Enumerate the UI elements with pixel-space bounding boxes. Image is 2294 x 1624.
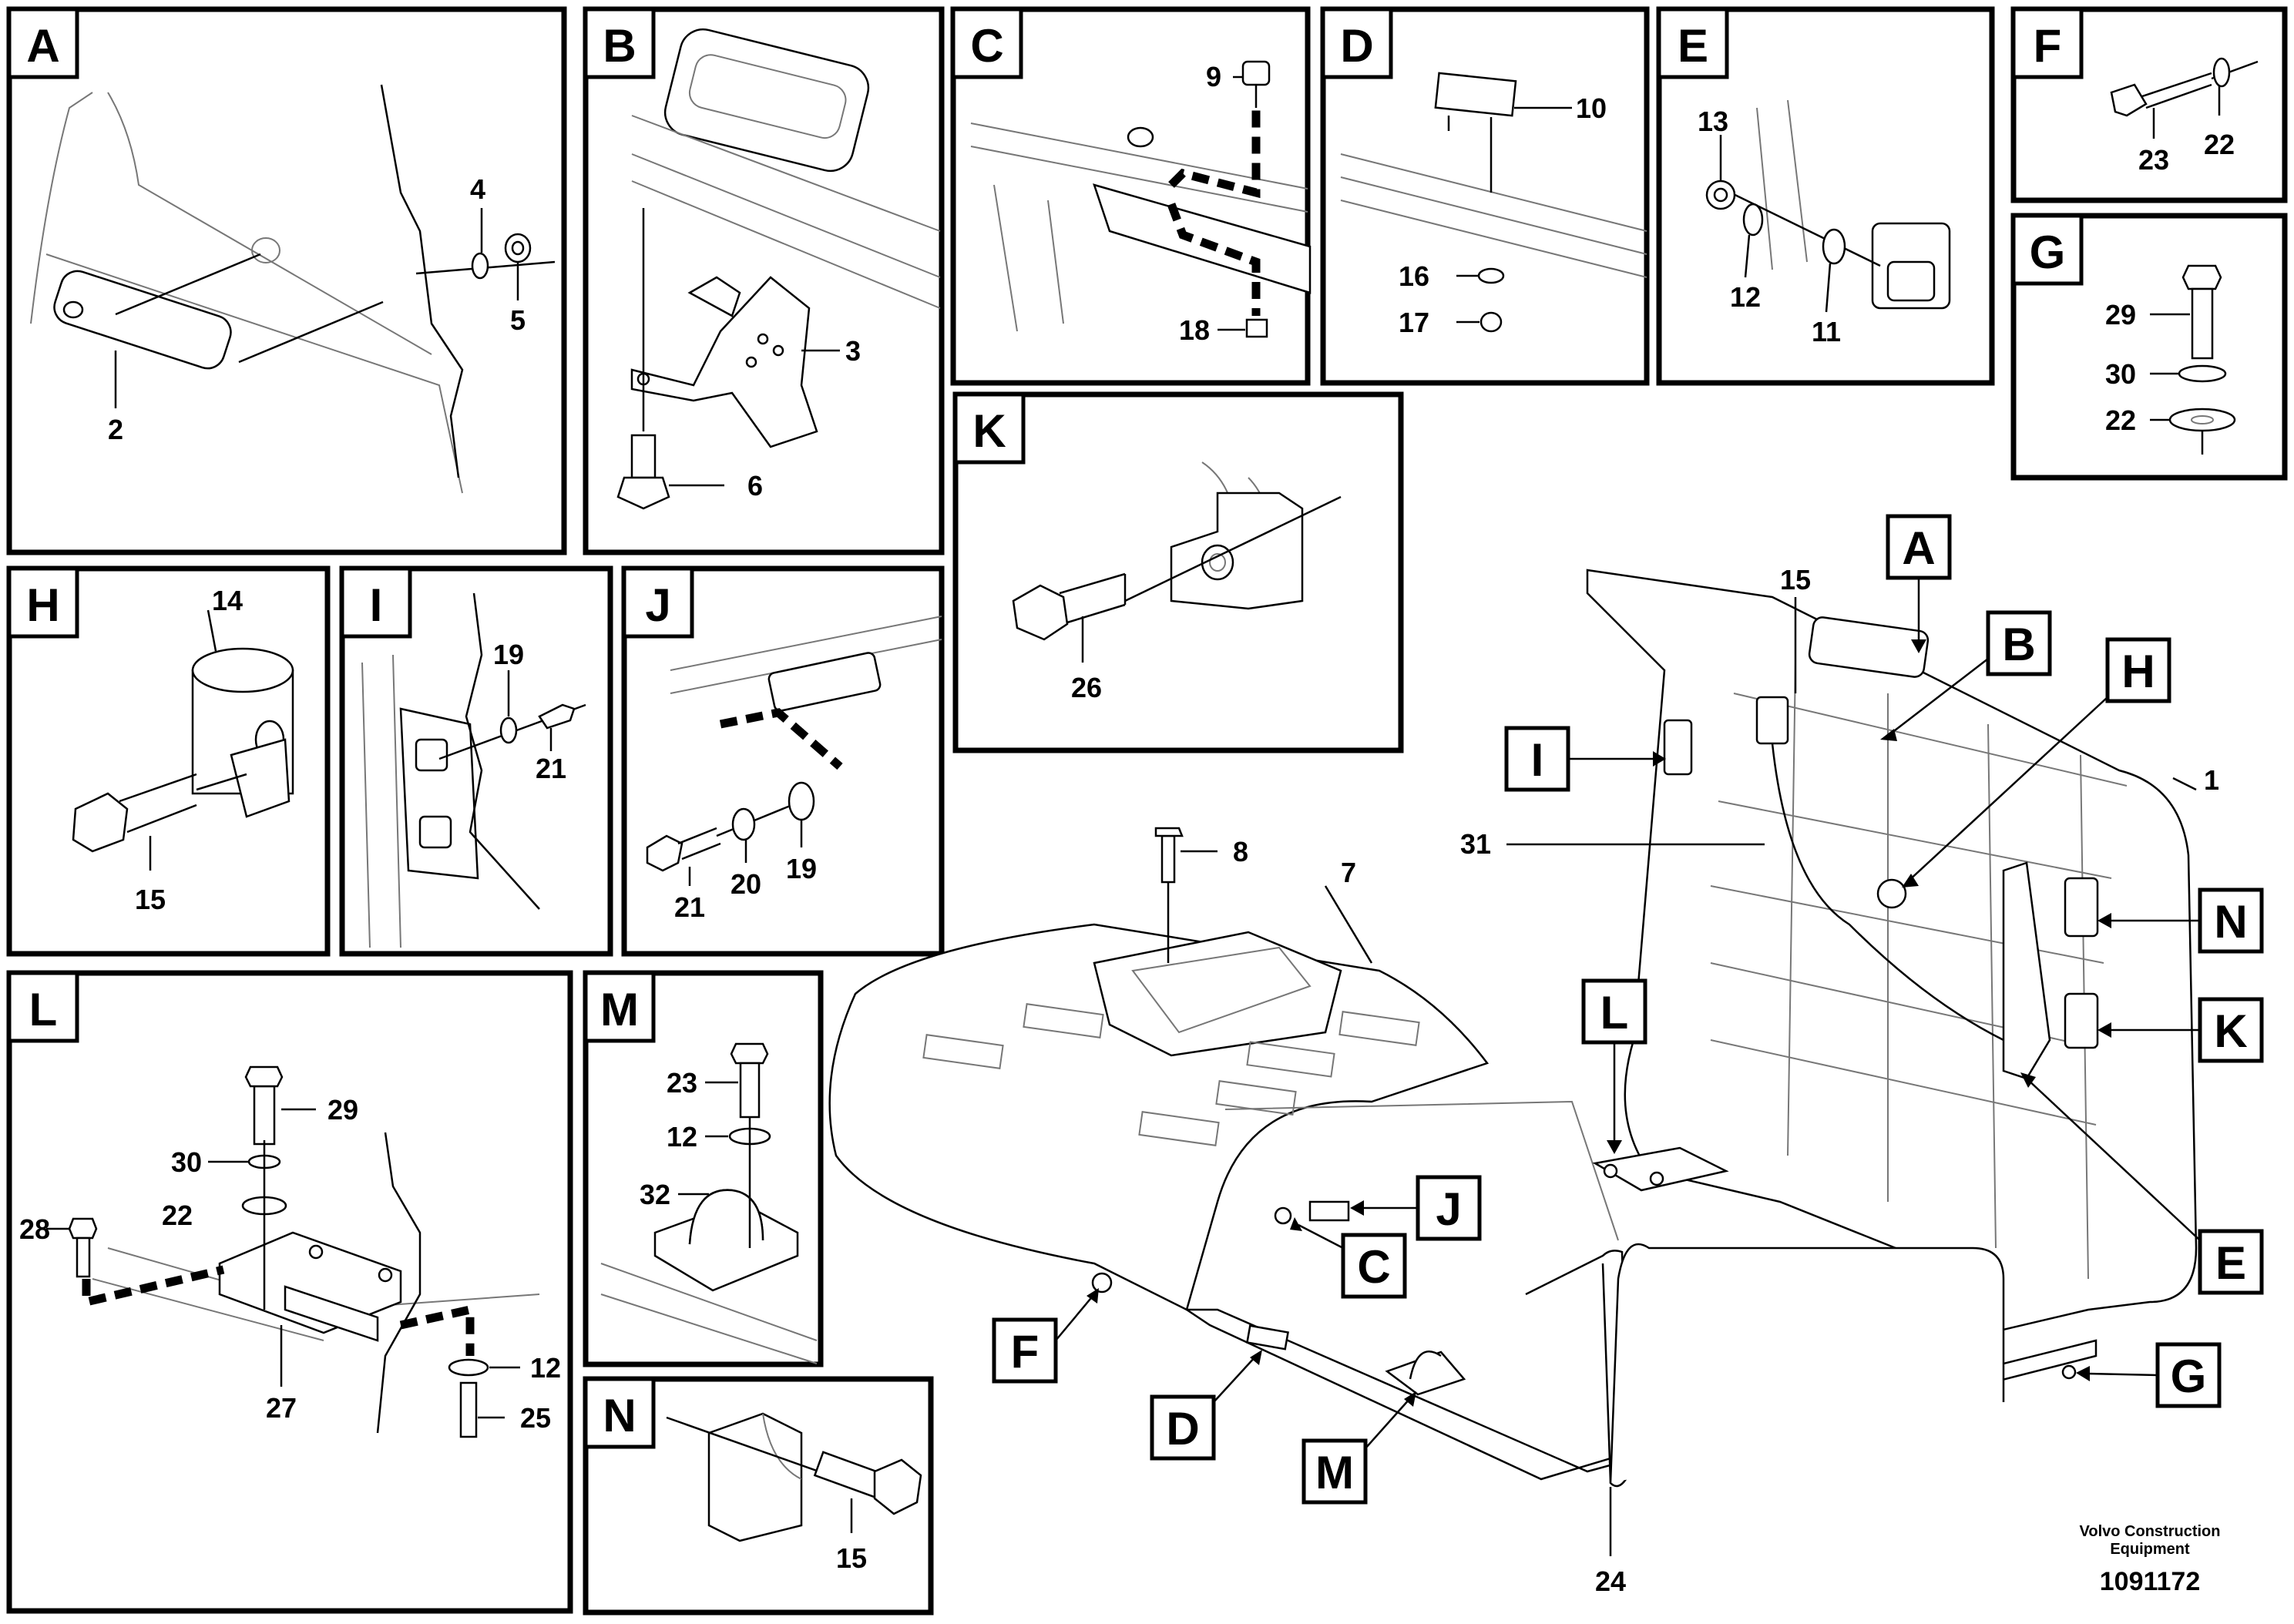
part-number-22-l: 22 <box>162 1200 193 1231</box>
part-number-15-h: 15 <box>135 884 166 915</box>
panel-c-letter: C <box>970 20 1003 72</box>
part-number-31: 31 <box>1460 828 1491 860</box>
part-number-14: 14 <box>212 585 243 616</box>
part-number-6: 6 <box>747 470 763 502</box>
part-number-11: 11 <box>1812 316 1841 347</box>
part-number-9: 9 <box>1206 61 1221 92</box>
part-number-15-n: 15 <box>836 1542 867 1574</box>
callout-j: J <box>1436 1183 1461 1235</box>
part-number-5: 5 <box>510 304 526 336</box>
callout-g: G <box>2171 1351 2207 1402</box>
panel-j: J 21 20 19 <box>621 565 945 957</box>
part-number-30-l: 30 <box>171 1146 202 1178</box>
panel-k-letter: K <box>972 405 1006 457</box>
callout-l: L <box>1600 987 1629 1038</box>
part-number-21-j: 21 <box>674 891 705 923</box>
callout-i: I <box>1531 734 1544 786</box>
part-number-20: 20 <box>731 868 761 900</box>
panel-g-letter: G <box>2030 226 2066 278</box>
part-number-18: 18 <box>1179 314 1210 346</box>
part-number-16: 16 <box>1399 260 1429 292</box>
part-number-12: 12 <box>1730 281 1761 313</box>
part-number-22: 22 <box>2204 129 2235 160</box>
part-number-29-g: 29 <box>2105 299 2136 331</box>
callout-m: M <box>1315 1447 1354 1498</box>
part-number-15-main: 15 <box>1780 564 1811 596</box>
callout-n: N <box>2214 896 2247 948</box>
panel-i-letter: I <box>370 579 383 631</box>
part-number-12-l: 12 <box>530 1352 561 1384</box>
panel-l-letter: L <box>29 984 58 1035</box>
panel-k: K 26 <box>952 391 1404 753</box>
part-number-17: 17 <box>1399 307 1429 338</box>
part-number-23: 23 <box>2138 144 2169 176</box>
panel-a-letter: A <box>26 20 59 72</box>
brand-line-1: Volvo Construction <box>2079 1523 2221 1540</box>
callout-f: F <box>1011 1326 1040 1377</box>
callout-h: H <box>2121 646 2155 697</box>
part-number-28: 28 <box>19 1213 50 1245</box>
panel-a: A 4 5 2 <box>6 6 567 555</box>
part-number-12-m: 12 <box>667 1121 697 1153</box>
panel-d: D 10 16 17 <box>1320 6 1650 386</box>
part-number-25: 25 <box>520 1402 551 1434</box>
callout-d: D <box>1166 1403 1199 1455</box>
panel-f-letter: F <box>2034 20 2062 72</box>
part-number-1: 1 <box>2204 764 2219 796</box>
part-number-3: 3 <box>845 335 861 367</box>
part-number-19-i: 19 <box>493 639 524 670</box>
panel-e: E 13 12 11 <box>1656 6 1995 386</box>
panel-h-letter: H <box>26 579 59 631</box>
panel-e-letter: E <box>1678 20 1708 72</box>
panel-n-letter: N <box>603 1390 636 1441</box>
part-number-7: 7 <box>1341 857 1356 888</box>
drawing-number: 1091172 <box>2099 1567 2201 1596</box>
panel-l: L 29 30 22 28 27 12 25 <box>6 970 573 1614</box>
callout-k: K <box>2214 1005 2247 1057</box>
part-number-32: 32 <box>640 1179 670 1210</box>
callout-b: B <box>2002 619 2035 670</box>
part-number-19-j: 19 <box>786 853 817 884</box>
main-assembly: A B H I N K L J C E F D M <box>828 514 2264 1597</box>
panel-h: H 14 15 <box>6 565 331 957</box>
part-number-30-g: 30 <box>2105 358 2136 390</box>
callout-a: A <box>1902 522 1935 574</box>
panel-b-letter: B <box>603 20 636 72</box>
part-number-29-l: 29 <box>327 1094 358 1126</box>
panel-n: N 15 <box>583 1376 934 1616</box>
part-number-27: 27 <box>266 1392 297 1424</box>
panel-j-letter: J <box>645 579 670 631</box>
panel-f: F 23 22 <box>2010 6 2288 203</box>
part-number-10: 10 <box>1576 92 1607 124</box>
part-number-26: 26 <box>1071 672 1102 703</box>
panel-d-letter: D <box>1340 20 1373 72</box>
panel-c: C 9 18 <box>950 6 1312 386</box>
panel-m: M 23 12 32 <box>583 970 824 1367</box>
panel-i: I 19 21 <box>339 565 613 957</box>
part-number-21-i: 21 <box>536 753 566 784</box>
part-number-22-g: 22 <box>2105 404 2136 436</box>
brand-line-2: Equipment <box>2110 1541 2190 1558</box>
part-number-4: 4 <box>470 173 485 205</box>
part-number-8: 8 <box>1233 836 1248 867</box>
panel-b: B 3 6 <box>583 6 945 555</box>
panel-g: G 29 30 22 <box>2010 213 2288 481</box>
panel-m-letter: M <box>600 984 639 1035</box>
part-number-13: 13 <box>1698 106 1728 137</box>
part-number-24: 24 <box>1595 1565 1626 1597</box>
part-number-2: 2 <box>108 414 123 445</box>
brand-caption: Volvo Construction Equipment <box>2073 1523 2227 1559</box>
callout-c: C <box>1357 1241 1390 1293</box>
part-number-23-m: 23 <box>667 1067 697 1099</box>
callout-e: E <box>2215 1237 2246 1289</box>
